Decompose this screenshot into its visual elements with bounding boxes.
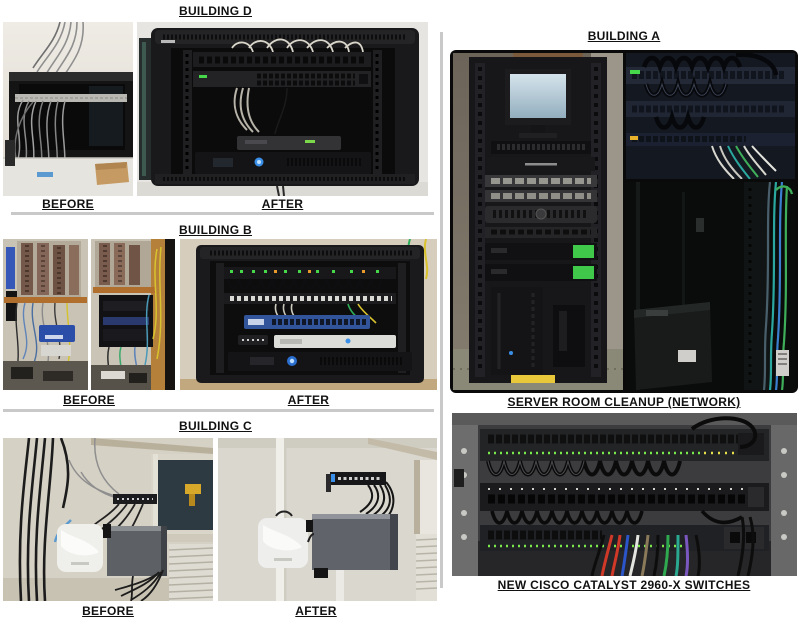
- patch-cables: [231, 38, 364, 53]
- shelf-device: [237, 136, 341, 150]
- section-divider-1: [11, 212, 434, 215]
- window: [151, 454, 213, 536]
- building-a-title: BUILDING A: [587, 29, 661, 43]
- building-b-before-photo-2: [91, 239, 175, 390]
- gray-enclosure: [306, 514, 398, 578]
- rack-monitor: [505, 69, 571, 138]
- building-b-after-label: AFTER: [287, 393, 330, 407]
- building-b-title: BUILDING B: [179, 223, 252, 237]
- bottom-switch: [480, 525, 769, 551]
- building-c-before-label: BEFORE: [82, 604, 134, 618]
- building-d-after-photo: [137, 22, 428, 196]
- cable-comb: [226, 278, 384, 291]
- blue-router: [39, 325, 75, 342]
- building-d-title: BUILDING D: [179, 4, 252, 18]
- shelf-rack: [99, 295, 153, 347]
- access-point: [258, 510, 308, 568]
- building-d-before-label: BEFORE: [42, 197, 94, 211]
- switch-cabling-photo: [626, 53, 795, 179]
- colored-cables: [590, 516, 755, 576]
- building-b-before-photo-1: [3, 239, 88, 390]
- building-c-before-photo: [3, 438, 213, 601]
- building-c-title: BUILDING C: [179, 419, 252, 433]
- warning-sticker: [511, 375, 555, 383]
- window-blinds: [415, 534, 437, 601]
- punch-blocks: [21, 243, 79, 295]
- building-a-photo-collage: [450, 50, 798, 393]
- server-room-caption: SERVER ROOM CLEANUP (NETWORK): [507, 395, 741, 409]
- top-switch: [480, 429, 769, 461]
- new-switches-caption: NEW CISCO CATALYST 2960-X SWITCHES: [497, 578, 751, 592]
- window-blinds: [168, 544, 213, 601]
- patch-cords: [711, 145, 777, 179]
- loose-cables: [18, 438, 70, 601]
- blue-switch: [244, 315, 370, 329]
- rack-servers: [485, 175, 597, 238]
- building-c-after-photo: [218, 438, 437, 601]
- patch-bracket: [326, 472, 386, 492]
- building-b-after-photo: [180, 239, 437, 390]
- building-d-after-label: AFTER: [261, 197, 304, 211]
- rack-label: [776, 350, 789, 376]
- cisco-switches-photo: [452, 413, 797, 576]
- patch-panel: [480, 483, 769, 511]
- column-divider: [440, 32, 443, 588]
- rack-cable-run-photo: [626, 182, 795, 390]
- monitor-box: [634, 302, 712, 390]
- firewall-appliance: [274, 335, 396, 348]
- building-c-after-label: AFTER: [295, 604, 337, 618]
- building-b-before-label: BEFORE: [63, 393, 115, 407]
- server-rack-photo: [453, 53, 623, 390]
- switch-rows: [626, 67, 795, 146]
- access-point: [53, 519, 103, 572]
- cable-comb-bottom: [490, 509, 743, 525]
- section-divider-2: [3, 409, 434, 412]
- ups-unit: [195, 152, 371, 174]
- gray-enclosure: [103, 524, 167, 576]
- cable-bundle: [359, 481, 395, 521]
- ups-units: [485, 243, 597, 281]
- building-d-before-photo: [3, 22, 133, 196]
